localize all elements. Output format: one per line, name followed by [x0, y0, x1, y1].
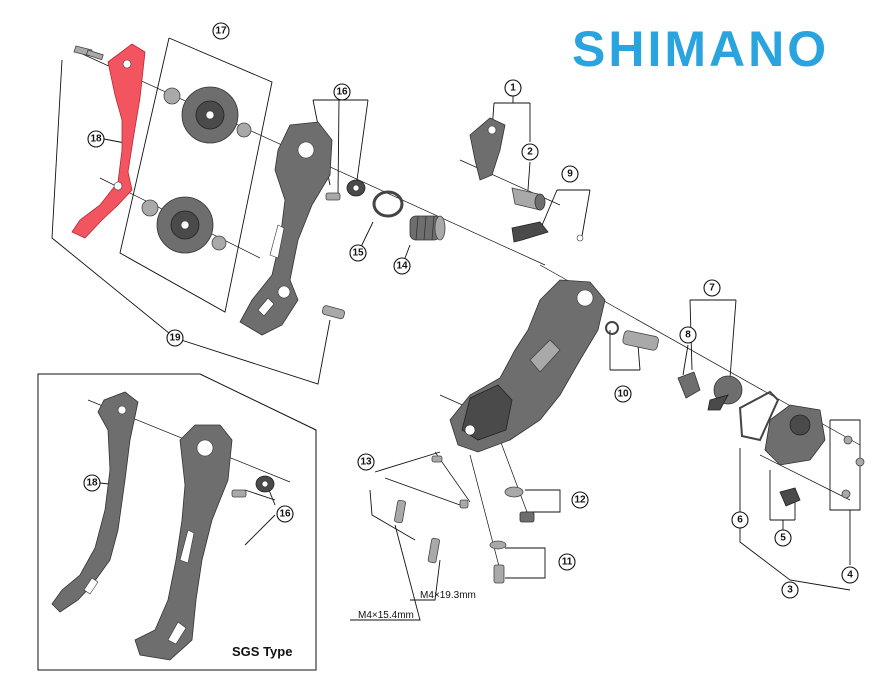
callout-12: 12	[571, 491, 589, 509]
callout-15: 15	[349, 244, 367, 262]
svg-text:17: 17	[215, 26, 227, 37]
gasket-part-6	[738, 390, 780, 442]
sgs-inset	[37, 373, 317, 671]
callout-19: 19	[166, 329, 184, 347]
callout-14: 14	[393, 257, 411, 275]
callout-5: 5	[774, 529, 792, 547]
callout-3: 3	[781, 581, 799, 599]
hardware-part-11	[489, 540, 507, 584]
washers-part-16	[346, 179, 366, 197]
svg-text:16: 16	[279, 509, 291, 520]
callout-9: 9	[561, 165, 579, 183]
callout-16-inset: 16	[276, 505, 294, 523]
callout-6: 6	[731, 511, 749, 529]
callout-16: 16	[333, 83, 351, 101]
tension-pulley	[141, 196, 227, 254]
screws-part-4	[841, 435, 865, 499]
plate-small-bolts	[321, 192, 345, 320]
axle-part-2	[511, 187, 546, 211]
svg-text:10: 10	[617, 389, 629, 400]
svg-text:6: 6	[737, 515, 743, 526]
screws-part-13	[394, 455, 469, 564]
svg-text:19: 19	[169, 333, 181, 344]
svg-text:9: 9	[567, 169, 573, 180]
spring-part-14	[409, 215, 446, 241]
plate-bolt	[73, 45, 104, 61]
svg-text:18: 18	[86, 478, 98, 489]
svg-text:11: 11	[562, 557, 573, 568]
svg-text:4: 4	[847, 570, 853, 581]
callout-11: 11	[558, 553, 576, 571]
callout-1: 1	[504, 79, 522, 97]
svg-text:2: 2	[527, 147, 533, 158]
dimension-m4-19-3: M4×19.3mm	[420, 590, 476, 601]
callout-2: 2	[521, 143, 539, 161]
brand-logo: SHIMANO	[572, 21, 829, 77]
ring-part-15	[372, 190, 404, 218]
svg-text:7: 7	[709, 283, 715, 294]
cover-part-3	[764, 404, 826, 466]
callout-7: 7	[703, 279, 721, 297]
svg-text:13: 13	[360, 457, 372, 468]
bracket-part-1	[469, 117, 506, 181]
svg-text:1: 1	[510, 83, 516, 94]
svg-text:15: 15	[352, 248, 364, 259]
svg-text:16: 16	[336, 87, 348, 98]
svg-text:3: 3	[787, 585, 793, 596]
callout-8: 8	[679, 326, 697, 344]
b-tension-part-9	[511, 221, 584, 243]
svg-text:12: 12	[574, 495, 586, 506]
derailleur-body	[449, 279, 606, 453]
callout-18: 18	[87, 130, 105, 148]
callout-10: 10	[614, 385, 632, 403]
svg-text:18: 18	[90, 134, 102, 145]
callout-13: 13	[357, 453, 375, 471]
clip-part-5	[779, 487, 801, 507]
dimension-m4-15-4: M4×15.4mm	[358, 610, 414, 621]
stabilizer-part-8	[677, 371, 701, 399]
svg-text:14: 14	[396, 261, 408, 272]
hardware-part-12	[504, 486, 535, 523]
inner-plate-part-18	[71, 43, 146, 239]
outer-plate	[239, 121, 333, 336]
callout-4: 4	[841, 566, 859, 584]
callout-18-inset: 18	[83, 474, 101, 492]
stabilizer-part-7	[707, 375, 743, 411]
callout-17: 17	[212, 22, 230, 40]
svg-text:8: 8	[685, 330, 691, 341]
guide-pulley	[163, 86, 252, 144]
inset-title: SGS Type	[232, 644, 292, 659]
svg-text:5: 5	[780, 533, 786, 544]
leader-lines	[51, 37, 861, 621]
pin-part-10	[605, 321, 659, 351]
